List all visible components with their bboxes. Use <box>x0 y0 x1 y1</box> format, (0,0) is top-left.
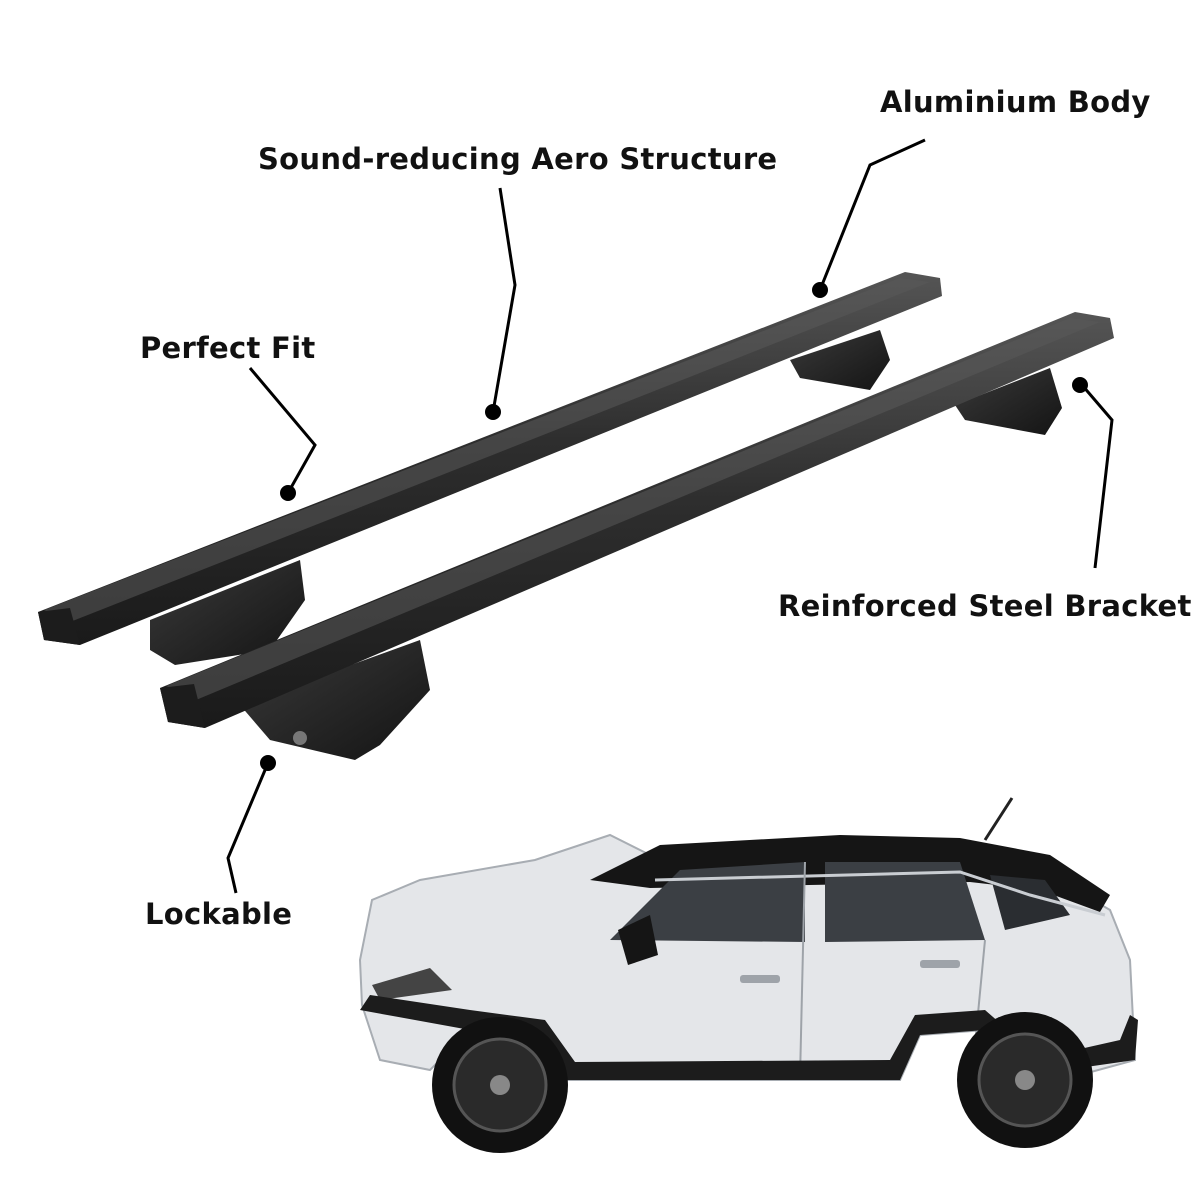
antenna <box>983 797 1014 841</box>
callout-aluminium <box>818 138 926 291</box>
crossbar-rear <box>38 272 942 665</box>
callout-lockable <box>226 762 270 894</box>
label-aero-structure: Sound-reducing Aero Structure <box>258 142 778 176</box>
callout-aero <box>491 187 517 413</box>
callout-dot-lockable <box>260 755 276 771</box>
label-aluminium-body: Aluminium Body <box>880 85 1151 119</box>
callout-dot-aero <box>485 404 501 420</box>
callout-dot-aluminium <box>812 282 828 298</box>
front-door-handle <box>740 975 780 983</box>
rear-bar-left-foot <box>150 560 305 665</box>
front-bar-body <box>160 312 1114 728</box>
side-mirror <box>618 915 658 965</box>
label-reinforced-bracket: Reinforced Steel Bracket <box>778 589 1192 623</box>
lock-cylinder <box>293 731 307 745</box>
headlight <box>372 968 452 1000</box>
rear-door-handle <box>920 960 960 968</box>
callout-dot-perfect-fit <box>280 485 296 501</box>
label-lockable: Lockable <box>145 897 293 931</box>
rear-bar-right-foot <box>790 330 890 390</box>
rear-wheel <box>957 1012 1093 1148</box>
rear-window <box>825 862 985 942</box>
front-wheel <box>432 1017 568 1153</box>
crossbar-front <box>160 312 1114 760</box>
callout-dot-bracket <box>1072 377 1088 393</box>
callout-perfect-fit <box>248 367 317 494</box>
callout-bracket <box>1080 384 1114 569</box>
label-perfect-fit: Perfect Fit <box>140 331 316 365</box>
front-window <box>610 862 805 942</box>
front-bar-left-foot <box>240 640 430 760</box>
front-bar-right-foot <box>955 368 1062 435</box>
